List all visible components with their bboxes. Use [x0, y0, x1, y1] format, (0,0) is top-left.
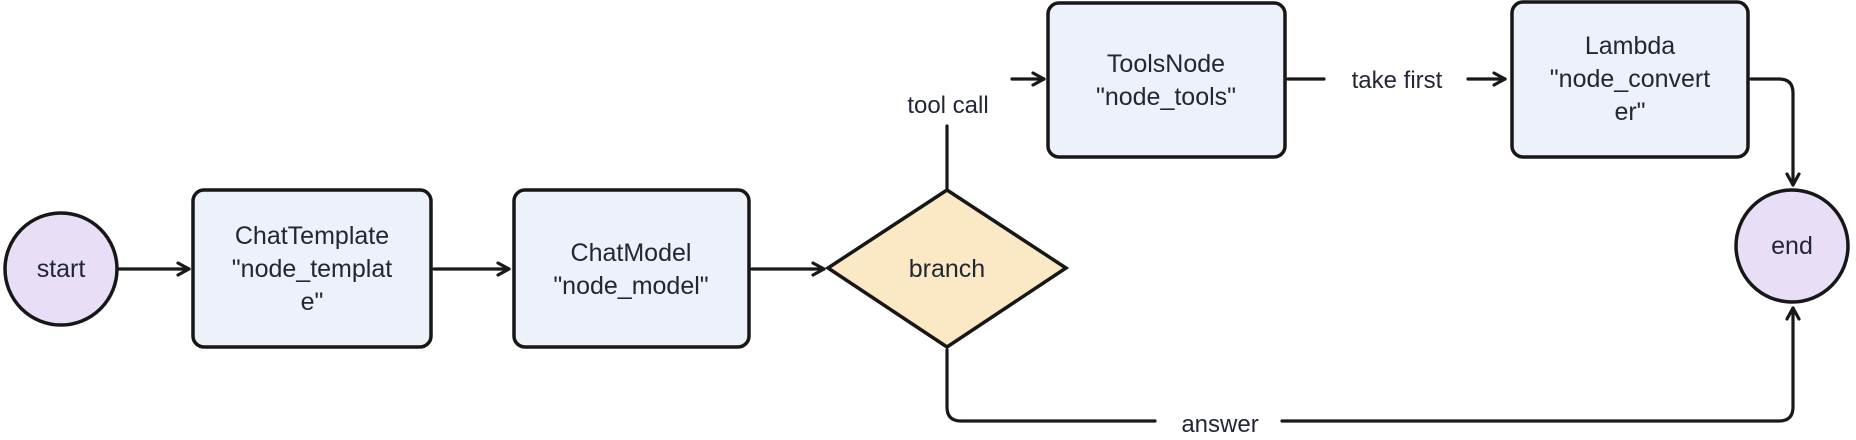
toolsnode-label-line2: "node_tools" — [1096, 83, 1236, 111]
lambda-label-line1: Lambda — [1585, 32, 1675, 60]
edge-toolsnode-to-lambda: take first — [1286, 62, 1507, 98]
chatmodel-rect-shape — [512, 188, 751, 349]
chattemplate-label-line3: e" — [301, 288, 324, 316]
edge-label-bg — [886, 86, 1010, 122]
node-lambda: Lambda "node_convert er" — [1510, 0, 1750, 159]
node-chatmodel: ChatModel "node_model" — [512, 188, 751, 349]
lambda-label-line3: er" — [1614, 98, 1645, 126]
edge-label-tool-call: tool call — [907, 92, 988, 119]
edge-lambda-to-end — [1749, 77, 1801, 187]
node-chattemplate: ChatTemplate "node_templat e" — [191, 188, 433, 349]
chatmodel-label-line1: ChatModel — [571, 239, 692, 267]
start-label: start — [37, 255, 86, 283]
start-circle-shape — [3, 211, 119, 327]
end-label: end — [1771, 232, 1813, 260]
edge-branch-to-end: answer — [945, 306, 1801, 440]
toolsnode-label-line1: ToolsNode — [1107, 50, 1225, 78]
toolsnode-rect-shape — [1046, 1, 1287, 159]
node-start: start — [3, 211, 119, 327]
node-toolsnode: ToolsNode "node_tools" — [1046, 1, 1287, 159]
chattemplate-rect-shape — [191, 188, 433, 349]
end-circle-shape — [1734, 188, 1850, 304]
edge-branch-to-toolsnode: tool call — [886, 71, 1046, 190]
chattemplate-label-line2: "node_templat — [232, 255, 392, 283]
node-end: end — [1734, 188, 1850, 304]
chatmodel-label-line2: "node_model" — [553, 272, 708, 300]
lambda-rect-shape — [1510, 0, 1750, 159]
node-branch: branch — [824, 187, 1070, 350]
edge-label-answer: answer — [1181, 411, 1258, 438]
edge-label-bg — [1162, 404, 1278, 440]
edge-label-bg — [1334, 62, 1462, 98]
edge-label-take-first: take first — [1352, 67, 1443, 94]
branch-diamond-shape — [824, 187, 1070, 350]
branch-label: branch — [909, 255, 985, 283]
chattemplate-label-line1: ChatTemplate — [235, 222, 389, 250]
lambda-label-line2: "node_convert — [1550, 65, 1710, 93]
